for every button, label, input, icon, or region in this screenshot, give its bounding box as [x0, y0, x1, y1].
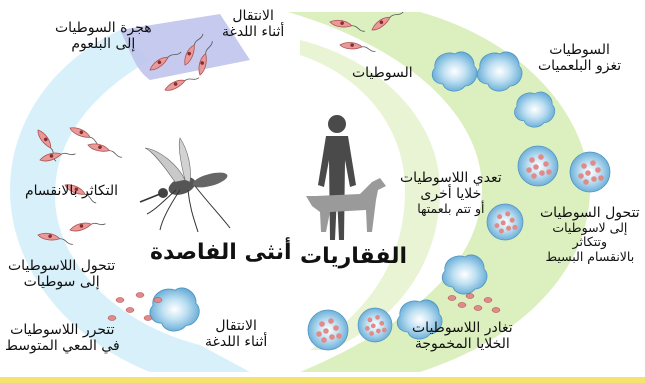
- label-promastigotes: السوطيات: [352, 65, 413, 81]
- label-transform-multiply: تتحول السوطيات إلى لاسوطيات وتتكاثر بالا…: [540, 205, 640, 264]
- sandfly-illustration: [140, 138, 230, 232]
- vertebrate-host-title: الفقاريات: [300, 244, 407, 269]
- label-multiply-division: التكاثر بالانقسام: [25, 183, 118, 199]
- sandfly-host-title: أنثى الفاصدة: [150, 240, 292, 265]
- dog-silhouette: [306, 178, 386, 232]
- bottom-highlight: [0, 377, 645, 383]
- label-infect-other-cells: تعدي اللاسوطيات خلايا أخرى أو تتم بلعمته…: [400, 170, 502, 217]
